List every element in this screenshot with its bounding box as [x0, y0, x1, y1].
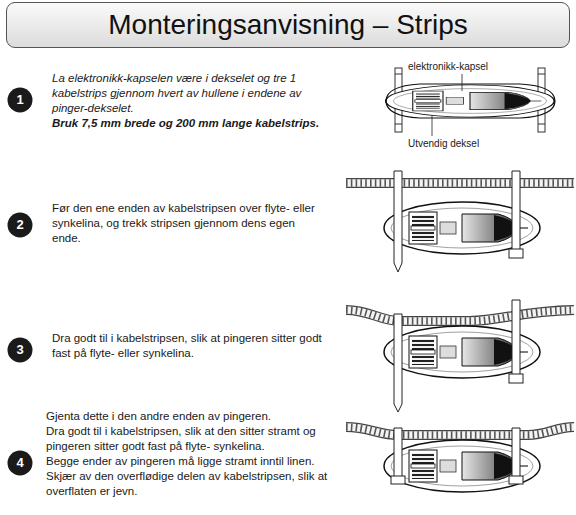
instruction-text: Før den ene enden av kabelstripsen over …	[52, 201, 324, 246]
callout-number: 2	[7, 212, 33, 238]
instruction-text: Dra godt til i kabelstripsen, slik at de…	[46, 424, 328, 454]
callout-number: 4	[7, 450, 33, 476]
part-label: Utvendig deksel	[408, 137, 479, 150]
step-number: 2	[7, 212, 33, 238]
rope	[346, 427, 574, 435]
instruction-text: Dra godt til i kabelstripsen, slik at pi…	[52, 331, 324, 361]
callout-number: 1	[7, 87, 33, 113]
rope	[346, 310, 574, 321]
cable-tie	[394, 300, 523, 412]
instruction-text: La elektronikk-kapselen være i dekselet …	[52, 71, 324, 116]
rope	[346, 183, 574, 184]
title-text: Monteringsanvisning – Strips	[108, 9, 468, 41]
step-number: 1	[7, 87, 33, 113]
instruction-text: Gjenta dette i den andre enden av pinger…	[46, 409, 328, 424]
step-number: 3	[7, 337, 33, 363]
cable-tie	[391, 428, 523, 484]
step-number: 4	[7, 450, 33, 476]
pinger-side-view	[386, 68, 555, 132]
leader-line	[432, 115, 433, 136]
instruction-note: Bruk 7,5 mm brede og 200 mm lange kabels…	[52, 116, 342, 131]
title-banner: Monteringsanvisning – Strips	[6, 2, 570, 48]
instruction-text: Begge ender av pingeren må ligge stramt …	[46, 454, 328, 469]
leader-line	[462, 74, 463, 91]
cable-tie	[394, 171, 523, 272]
part-label: elektronikk-kapsel	[408, 60, 488, 73]
callout-number: 3	[7, 337, 33, 363]
instruction-text: Skjær av den overflødige delen av kabels…	[46, 469, 328, 499]
